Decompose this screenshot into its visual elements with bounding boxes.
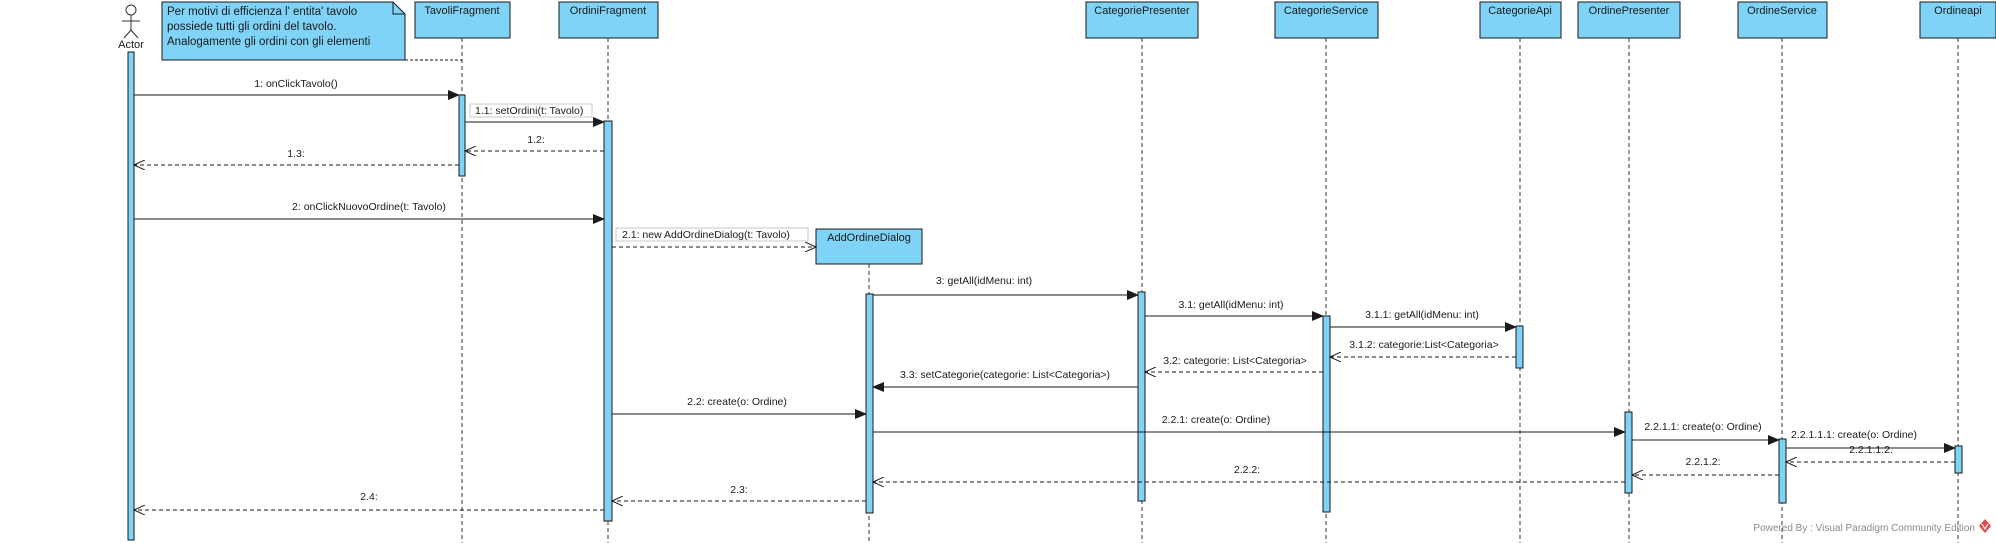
lifeline-name: CategorieApi	[1488, 5, 1552, 17]
lifeline-name: OrdineService	[1747, 5, 1817, 17]
lifeline-head-ordini-fragment[interactable]: OrdiniFragment	[558, 1, 659, 39]
actor-stick-figure-icon	[122, 4, 140, 39]
message-label-1-1: 1.1: setOrdini(t: Tavolo)	[475, 105, 583, 117]
message-label-3-1-2: 3.1.2: categorie:List<Categoria>	[1349, 339, 1498, 351]
message-label-2: 2: onClickNuovoOrdine(t: Tavolo)	[292, 201, 446, 213]
lifeline-name: TavoliFragment	[424, 5, 499, 17]
lifeline-name: Ordineapi	[1934, 5, 1982, 17]
efficiency-note: Per motivi di efficienza l' entita' tavo…	[161, 1, 406, 61]
message-label-3-1-1: 3.1.1: getAll(idMenu: int)	[1365, 309, 1479, 321]
activation-add-ordine-dialog	[865, 293, 874, 514]
footer-text: Powered By : Visual Paradigm Community E…	[1753, 523, 1975, 534]
message-label-2-2-2: 2.2.2:	[1234, 464, 1260, 476]
message-label-1-3: 1.3:	[287, 148, 305, 160]
note-line-2: possiede tutti gli ordini del tavolo.	[167, 21, 336, 33]
visual-paradigm-logo-icon	[1979, 519, 1991, 533]
message-label-3-1: 3.1: getAll(idMenu: int)	[1178, 299, 1283, 311]
message-label-2-2: 2.2: create(o: Ordine)	[687, 396, 787, 408]
activation-ordini-fragment	[603, 120, 613, 522]
message-label-3-2: 3.2: categorie: List<Categoria>	[1163, 355, 1307, 367]
lifeline-name: CategoriePresenter	[1094, 5, 1190, 17]
message-label-1-2: 1.2:	[527, 134, 545, 146]
activation-ordine-api	[1954, 445, 1963, 474]
message-label-1: 1: onClickTavolo()	[254, 78, 337, 90]
activation-tavoli-fragment	[458, 94, 466, 177]
activation-actor	[127, 51, 135, 541]
label-box-1-1	[469, 103, 593, 118]
message-label-2-2-1-1: 2.2.1.1: create(o: Ordine)	[1644, 421, 1761, 433]
activation-categorie-api	[1515, 325, 1524, 369]
message-label-2-4: 2.4:	[360, 491, 378, 503]
lifeline-head-categorie-presenter[interactable]: CategoriePresenter	[1085, 1, 1199, 39]
message-label-2-3: 2.3:	[730, 484, 748, 496]
message-label-2-2-1-1-2: 2.2.1.1.2:	[1849, 444, 1893, 456]
lifeline-head-ordine-api[interactable]: Ordineapi	[1919, 1, 1996, 39]
lifeline-head-categorie-api[interactable]: CategorieApi	[1479, 1, 1562, 39]
note-line-3: Analogamente gli ordini con gli elementi	[167, 36, 370, 48]
activation-bars	[127, 51, 1963, 541]
message-label-2-2-1-1-1: 2.2.1.1.1: create(o: Ordine)	[1791, 429, 1917, 441]
lifeline-head-ordine-service[interactable]: OrdineService	[1737, 1, 1828, 39]
lifeline-head-add-ordine-dialog[interactable]: AddOrdineDialog	[815, 228, 923, 265]
lifeline-head-categorie-service[interactable]: CategorieService	[1274, 1, 1379, 39]
label-box-2-1	[615, 227, 809, 242]
message-label-2-2-1-2: 2.2.1.2:	[1685, 456, 1720, 468]
actor-name: Actor	[118, 39, 144, 51]
activation-ordine-service	[1778, 438, 1787, 504]
message-label-2-2-1: 2.2.1: create(o: Ordine)	[1162, 414, 1271, 426]
message-label-3-3: 3.3: setCategorie(categorie: List<Catego…	[900, 369, 1110, 381]
activation-categorie-presenter	[1137, 291, 1146, 502]
activation-ordine-presenter	[1624, 411, 1633, 494]
lifelines	[461, 38, 1959, 543]
lifeline-name: OrdiniFragment	[570, 5, 646, 17]
message-label-3: 3: getAll(idMenu: int)	[936, 275, 1032, 287]
lifeline-name: OrdinePresenter	[1589, 5, 1670, 17]
lifeline-head-tavoli-fragment[interactable]: TavoliFragment	[414, 1, 511, 39]
lifeline-head-ordine-presenter[interactable]: OrdinePresenter	[1577, 1, 1681, 39]
lifeline-name: AddOrdineDialog	[827, 232, 911, 244]
message-label-2-1: 2.1: new AddOrdineDialog(t: Tavolo)	[622, 229, 790, 241]
lifeline-name: CategorieService	[1284, 5, 1368, 17]
note-line-1: Per motivi di efficienza l' entita' tavo…	[167, 6, 357, 18]
activation-categorie-service	[1322, 315, 1331, 513]
